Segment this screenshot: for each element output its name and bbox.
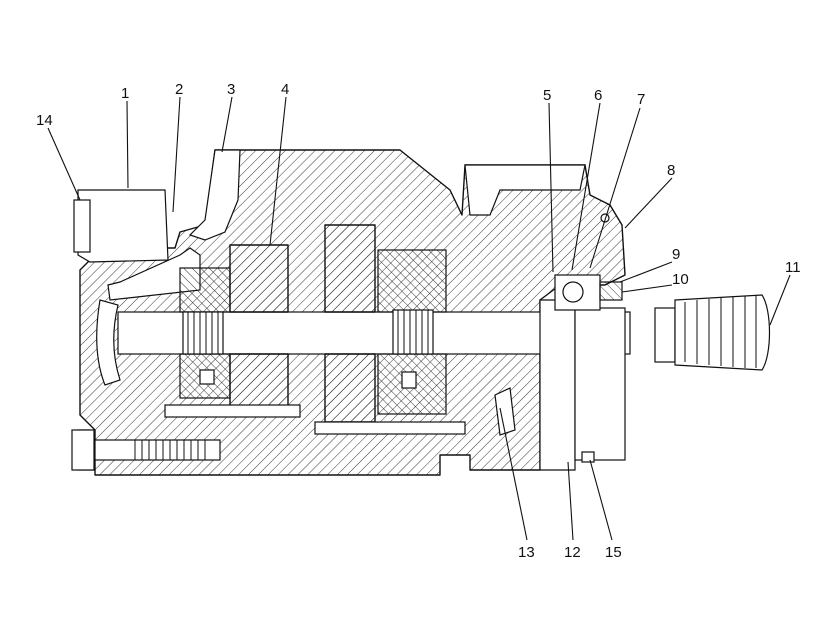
- callout-10: 10: [672, 271, 689, 288]
- callout-8: 8: [667, 162, 675, 179]
- ball-bearing: [554, 213, 623, 311]
- retaining-ring: [494, 387, 595, 463]
- end-cover: [71, 189, 169, 471]
- callout-4: 4: [281, 81, 289, 98]
- callout-5: 5: [543, 87, 551, 104]
- callout-labels: 1 2 3 4 5 6 7 8 9 10 11 12 13 14 15: [36, 81, 801, 561]
- callout-12: 12: [564, 544, 581, 561]
- callout-13: 13: [518, 544, 535, 561]
- callout-11: 11: [785, 259, 801, 276]
- callout-15: 15: [605, 544, 622, 561]
- callout-7: 7: [637, 91, 645, 108]
- callout-3: 3: [227, 81, 235, 98]
- needle-bearing-front: [392, 309, 434, 355]
- callout-14: 14: [36, 112, 53, 129]
- callout-2: 2: [175, 81, 183, 98]
- rear-gear-set: [179, 244, 289, 410]
- internal-cavity: [96, 149, 586, 386]
- front-gear-set: [324, 224, 447, 423]
- tie-bolts: [94, 404, 466, 461]
- front-flange: [539, 299, 626, 471]
- needle-bearing-rear: [182, 311, 224, 355]
- callout-9: 9: [672, 246, 680, 263]
- leader-lines: [47, 96, 791, 541]
- callout-1: 1: [121, 85, 129, 102]
- callout-6: 6: [594, 87, 602, 104]
